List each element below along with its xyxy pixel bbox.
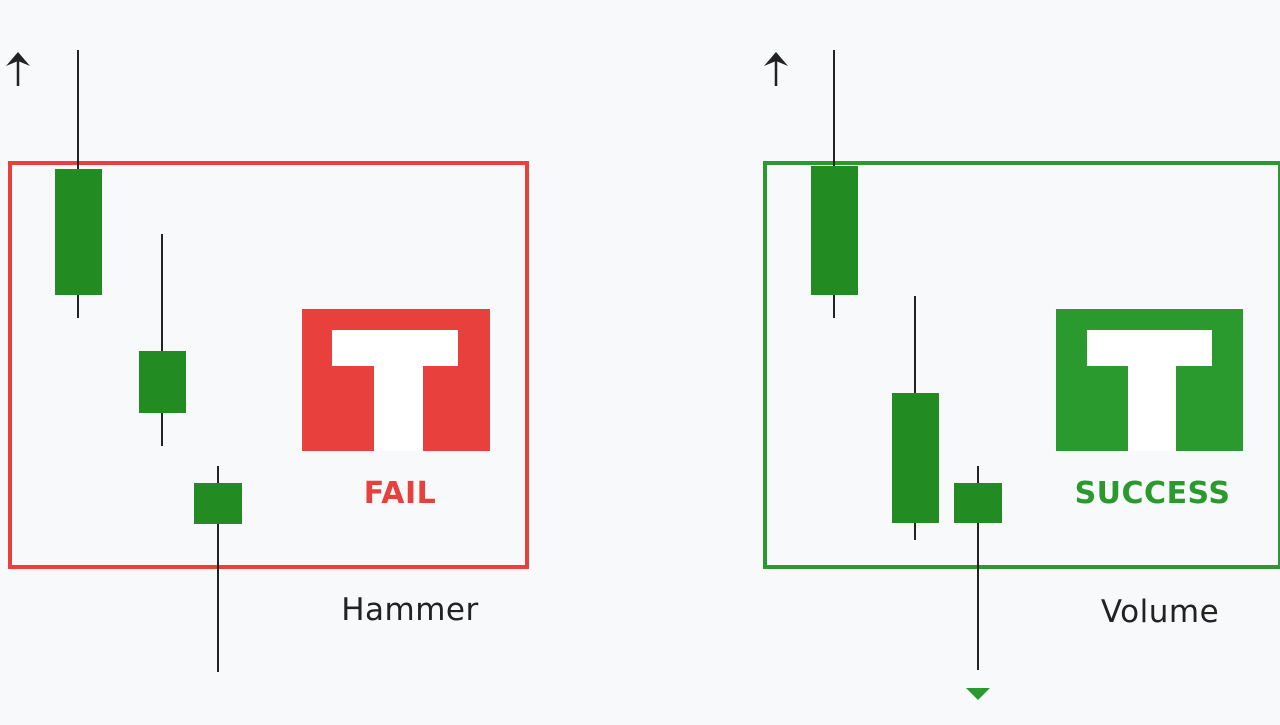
caption-hammer: Hammer — [341, 592, 479, 628]
candlestick — [954, 466, 1002, 670]
panel-frame — [763, 161, 1280, 569]
candlestick — [139, 234, 186, 446]
arrow-up-icon — [764, 52, 788, 86]
candlestick — [892, 296, 939, 540]
t-icon — [302, 309, 490, 451]
triangle-down-icon — [966, 688, 990, 700]
arrow-up-icon — [6, 52, 30, 86]
verdict-fail: FAIL — [363, 476, 437, 511]
t-icon — [1056, 309, 1243, 451]
verdict-success: SUCCESS — [1074, 476, 1231, 511]
caption-volume: Volume — [1100, 594, 1220, 630]
candlestick — [55, 50, 102, 318]
panel-volume — [763, 50, 1280, 700]
panel-frame — [8, 161, 529, 569]
panel-hammer — [6, 50, 529, 672]
candlestick — [811, 50, 858, 318]
candlestick — [194, 466, 242, 672]
